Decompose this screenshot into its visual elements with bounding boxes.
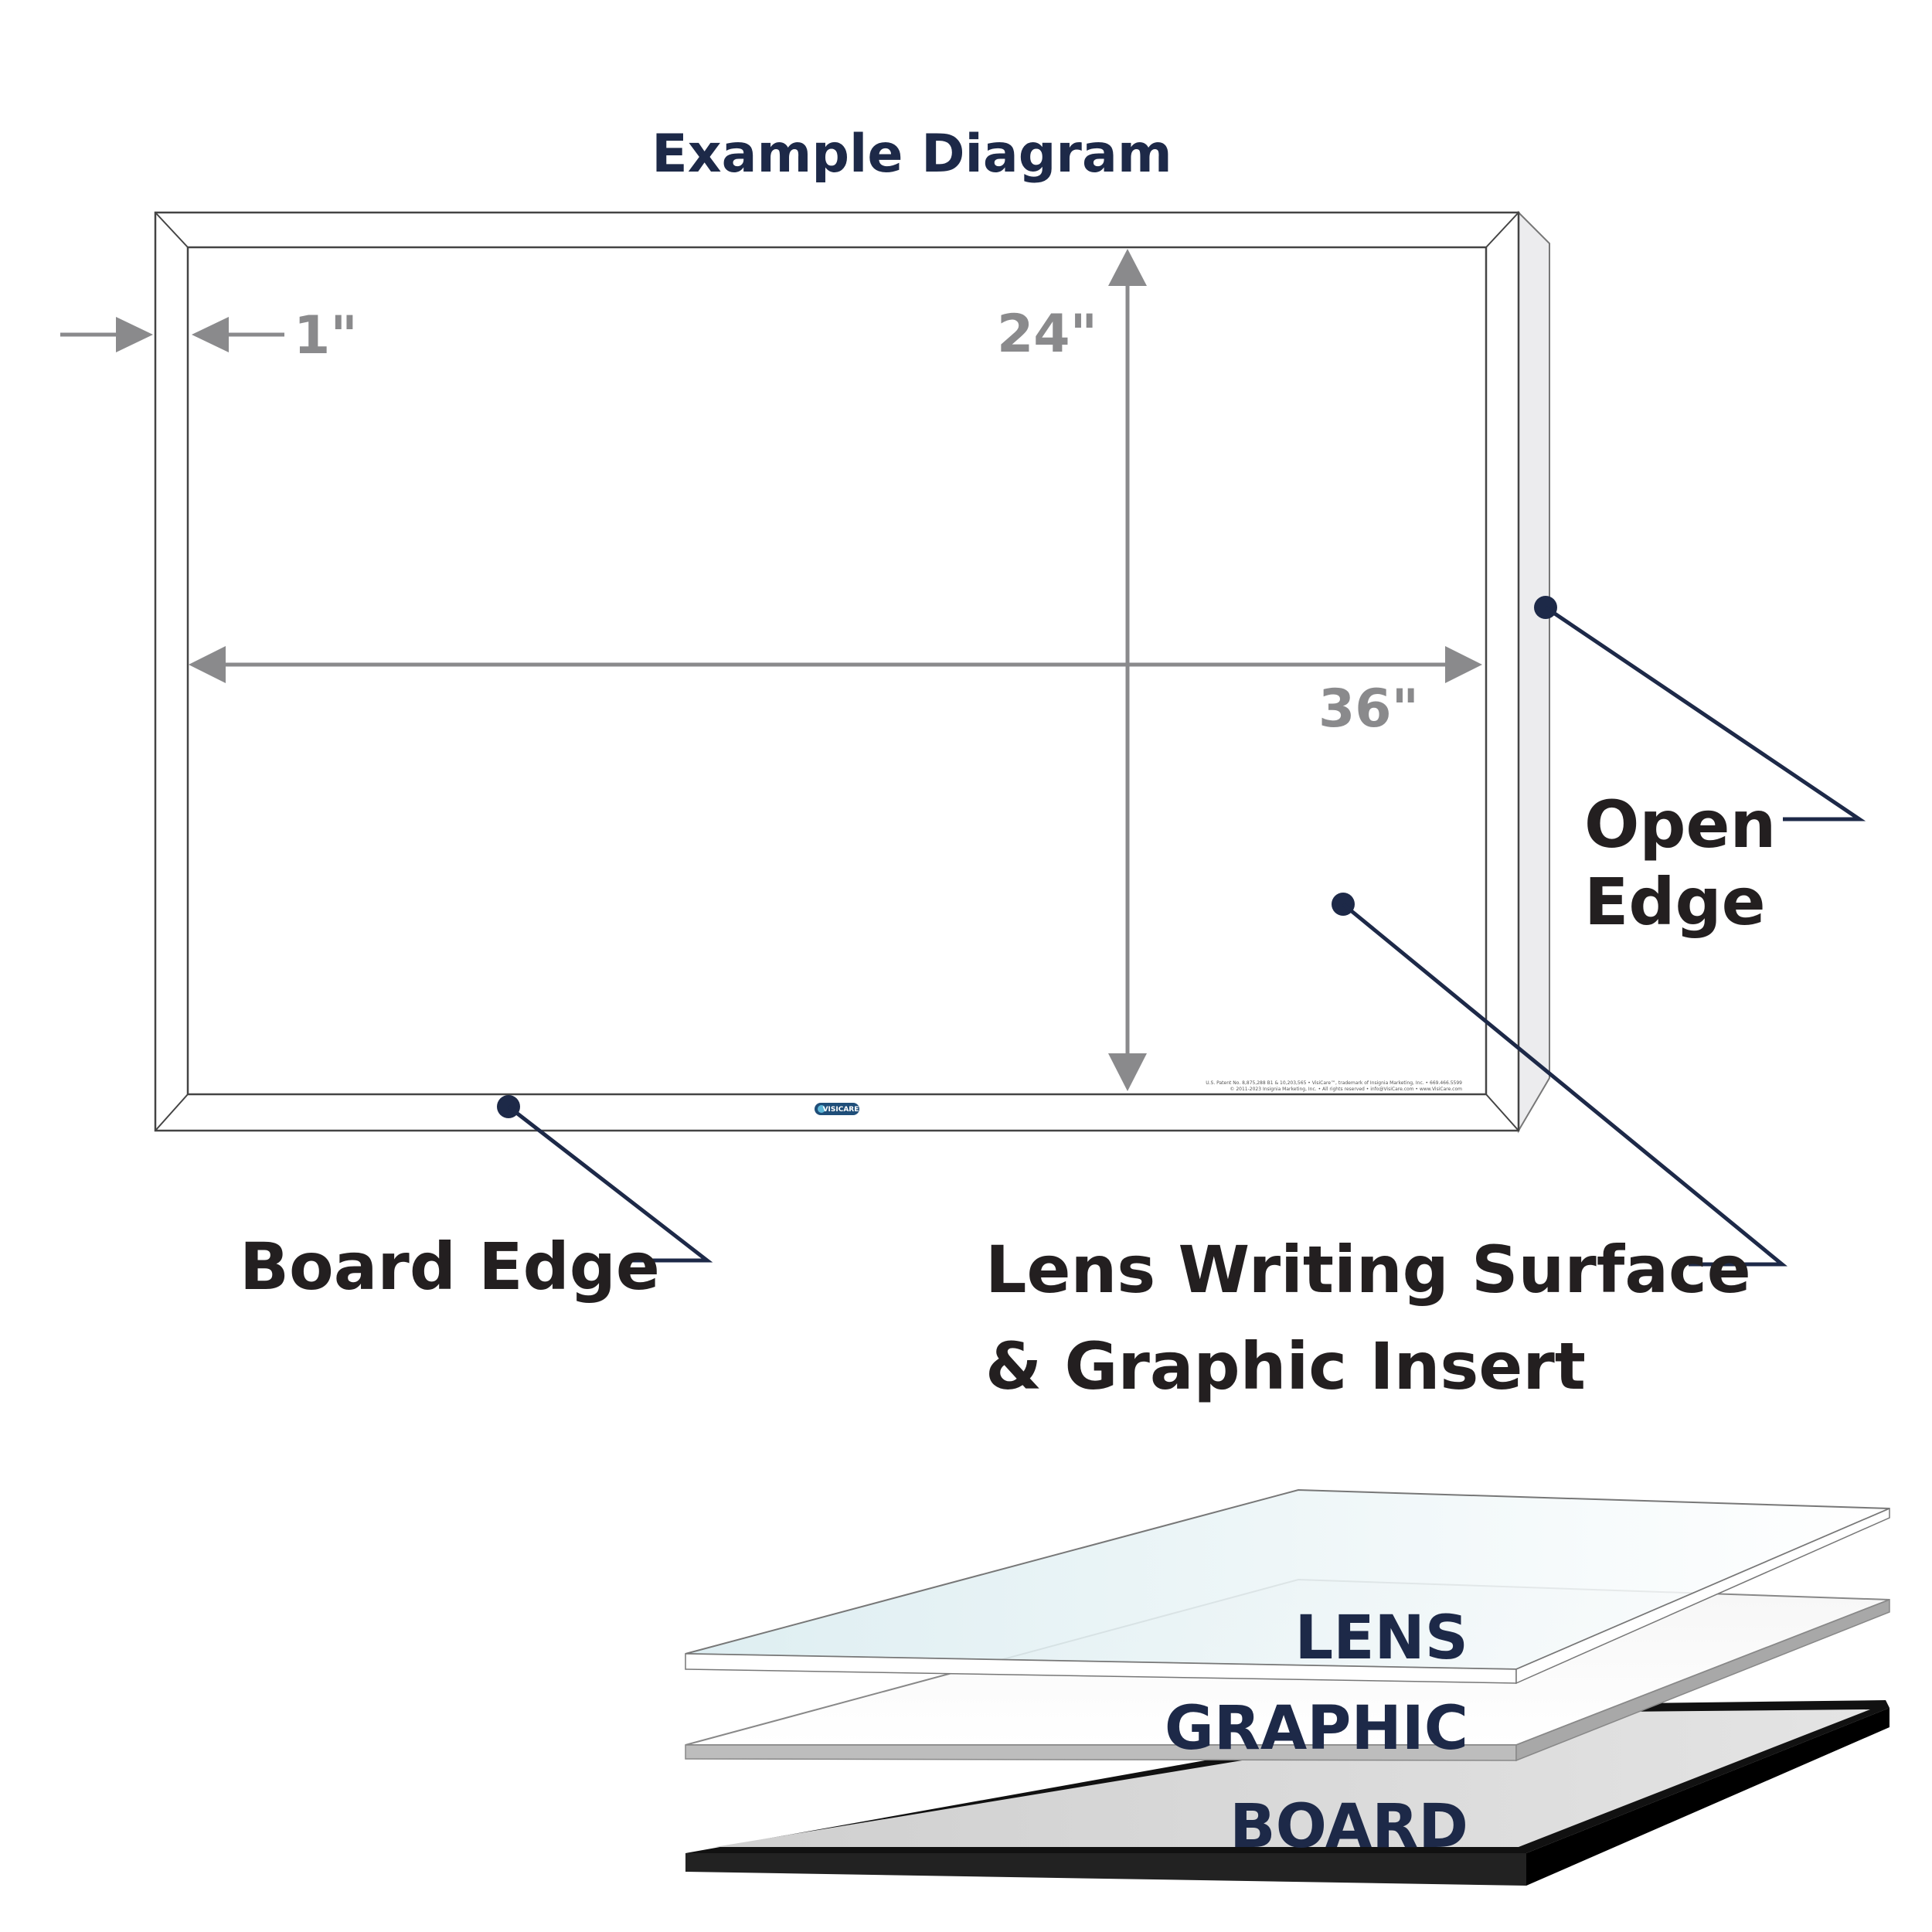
arrow-right-icon <box>1445 646 1482 683</box>
arrow-down-icon <box>1108 1053 1147 1091</box>
open-edge-side <box>1518 210 1550 1134</box>
lens-surface-callout: Lens Writing Surface & Graphic Insert <box>985 893 1787 1404</box>
border-dimension-label: 1" <box>294 305 358 366</box>
board-edge-callout: Board Edge <box>240 1095 713 1304</box>
arrow-right-icon <box>116 317 153 352</box>
fine-print-line1: U.S. Patent No. 8,875,288 B1 & 10,203,56… <box>1206 1080 1462 1086</box>
fine-print-line2: © 2011-2023 Insignia Marketing, Inc. • A… <box>1230 1087 1462 1092</box>
height-dimension-label: 24" <box>997 304 1097 365</box>
border-dimension: 1" <box>60 305 358 366</box>
open-edge-label-line2: Edge <box>1584 864 1766 940</box>
board-layer-label: BOARD <box>1230 1792 1468 1862</box>
diagram-title: Example Diagram <box>651 124 1172 185</box>
logo-text: VISICARE <box>823 1106 859 1114</box>
arrow-left-icon <box>189 646 226 683</box>
arrow-left-icon <box>192 317 229 352</box>
lens-layer-label: LENS <box>1295 1604 1468 1673</box>
visicare-logo: VISICARE <box>815 1103 859 1115</box>
board-layer: BOARD <box>685 1700 1889 1886</box>
lens-surface-label-line2: & Graphic Insert <box>985 1328 1586 1404</box>
width-dimension-label: 36" <box>1318 679 1419 740</box>
graphic-layer-label: GRAPHIC <box>1165 1694 1468 1764</box>
open-edge-callout: Open Edge <box>1534 596 1866 940</box>
lens-layer: LENS <box>685 1488 1890 1685</box>
lens-writing-surface <box>186 246 1488 1096</box>
layer-stack: BOARD GRAPHIC LENS <box>685 1488 1890 1886</box>
lens-surface-label-line1: Lens Writing Surface <box>985 1232 1751 1308</box>
width-dimension: 36" <box>189 646 1482 740</box>
board-frame: VISICARE U.S. Patent No. 8,875,288 B1 & … <box>154 210 1550 1134</box>
arrow-up-icon <box>1108 249 1147 286</box>
board-edge-label: Board Edge <box>240 1229 660 1304</box>
open-edge-label-line1: Open <box>1584 787 1776 862</box>
height-dimension: 24" <box>997 249 1147 1091</box>
